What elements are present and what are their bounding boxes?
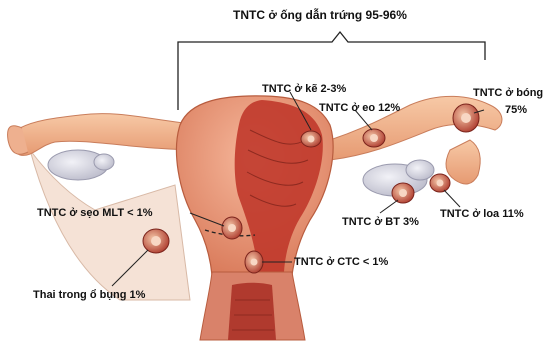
sac-cervical bbox=[245, 251, 263, 273]
label-cesarean-scar: TNTC ở sẹo MLT < 1% bbox=[37, 207, 153, 220]
cervical-canal bbox=[228, 283, 276, 340]
sac-ovarian bbox=[392, 183, 414, 203]
label-cervical: TNTC ở CTC < 1% bbox=[294, 256, 388, 269]
label-ampullary-line1: TNTC ở bóng bbox=[473, 87, 543, 100]
label-ovarian: TNTC ở BT 3% bbox=[342, 216, 419, 229]
sac-abdominal bbox=[143, 229, 169, 253]
label-interstitial: TNTC ở kẽ 2-3% bbox=[262, 83, 346, 96]
label-fimbrial: TNTC ở loa 11% bbox=[440, 208, 524, 221]
sac-scar bbox=[222, 217, 242, 239]
right-infundibulum bbox=[446, 140, 480, 184]
left-fallopian-tube bbox=[12, 114, 200, 156]
label-isthmic: TNTC ở eo 12% bbox=[319, 102, 400, 115]
sac-isthmic bbox=[363, 129, 385, 147]
sac-interstitial bbox=[301, 131, 321, 147]
sac-fimbrial bbox=[430, 174, 450, 192]
sac-ampullary bbox=[453, 104, 479, 132]
label-abdominal: Thai trong ổ bụng 1% bbox=[33, 289, 145, 302]
label-ampullary-line2: 75% bbox=[505, 104, 527, 117]
tubal-pregnancy-title: TNTC ở ống dẫn trứng 95-96% bbox=[233, 9, 407, 22]
